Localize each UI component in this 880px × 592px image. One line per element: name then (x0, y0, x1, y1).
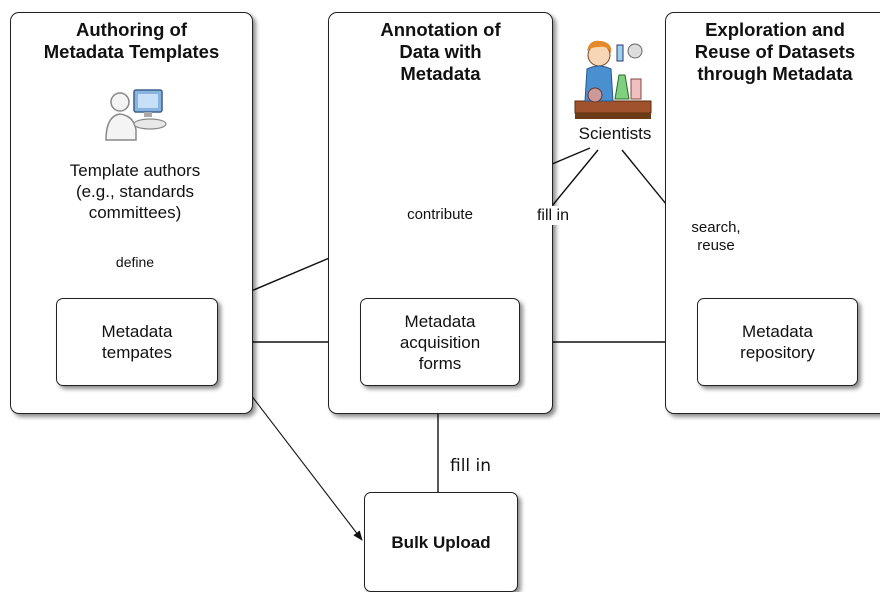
metadata-templates-box[interactable]: Metadata tempates (56, 298, 218, 386)
scientist-icon (574, 40, 652, 119)
contribute-label: contribute (392, 206, 488, 224)
exploration-panel-title: Exploration and Reuse of Datasets throug… (694, 19, 856, 84)
annotation-panel-title: Annotation of Data with Metadata (380, 19, 501, 84)
template-author-icon (105, 89, 167, 141)
scientists-label: Scientists (578, 124, 652, 143)
template-authors-label: Template authors (e.g., standards commit… (30, 160, 240, 223)
search-reuse-label: search, reuse (680, 219, 752, 255)
define-label: define (104, 254, 166, 271)
authoring-panel-title: Authoring of Metadata Templates (43, 19, 220, 62)
metadata-acquisition-forms-box[interactable]: Metadata acquisition forms (360, 298, 520, 386)
bulk-upload-box[interactable]: Bulk Upload (364, 492, 518, 592)
fill-in-label-bottom: fill in (450, 456, 492, 476)
fill-in-label-top: fill in (524, 206, 582, 225)
metadata-repository-box[interactable]: Metadata repository (697, 298, 858, 386)
